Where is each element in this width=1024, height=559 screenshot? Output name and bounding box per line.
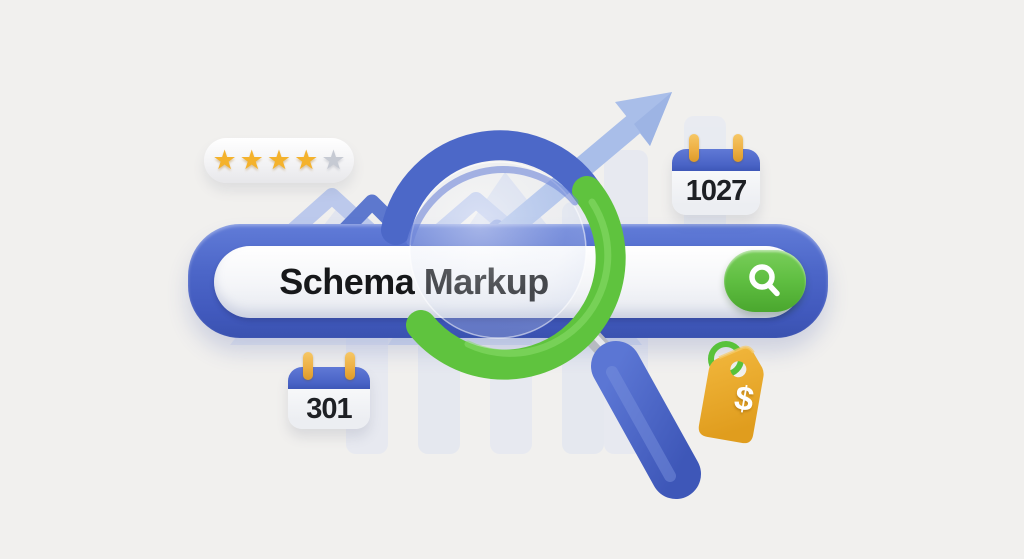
dollar-sign: $ [731, 378, 757, 420]
calendar-peg-icon [689, 134, 699, 162]
rating-badge: ★ ★ ★ ★ ★ [204, 138, 354, 196]
star-icon: ★ [266, 145, 292, 175]
calendar-peg-icon [733, 134, 743, 162]
search-button[interactable] [724, 250, 806, 312]
star-icon: ★ [239, 145, 264, 175]
search-bar: Schema Markup [188, 224, 828, 338]
search-query-text: Schema Markup [279, 261, 549, 302]
calendar-peg-icon [345, 352, 355, 380]
calendar-peg-icon [303, 352, 313, 380]
calendar-header-band [288, 367, 370, 389]
search-input[interactable]: Schema Markup [214, 246, 802, 318]
search-icon [749, 264, 780, 297]
calendar-body: 1027 [672, 149, 760, 215]
star-empty-icon: ★ [321, 145, 346, 175]
calendar-body: 301 [288, 367, 370, 429]
calendar-value: 301 [306, 393, 352, 425]
calendar-value: 1027 [685, 175, 748, 207]
calendar-301: 301 [288, 352, 370, 429]
star-icon: ★ [212, 145, 237, 175]
price-tag: $ [688, 340, 798, 455]
star-icon: ★ [294, 145, 319, 175]
price-tag-art [698, 341, 764, 444]
calendar-1027: 1027 [672, 134, 760, 215]
calendar-header-band [672, 149, 760, 171]
magnifier-handle [571, 315, 701, 499]
